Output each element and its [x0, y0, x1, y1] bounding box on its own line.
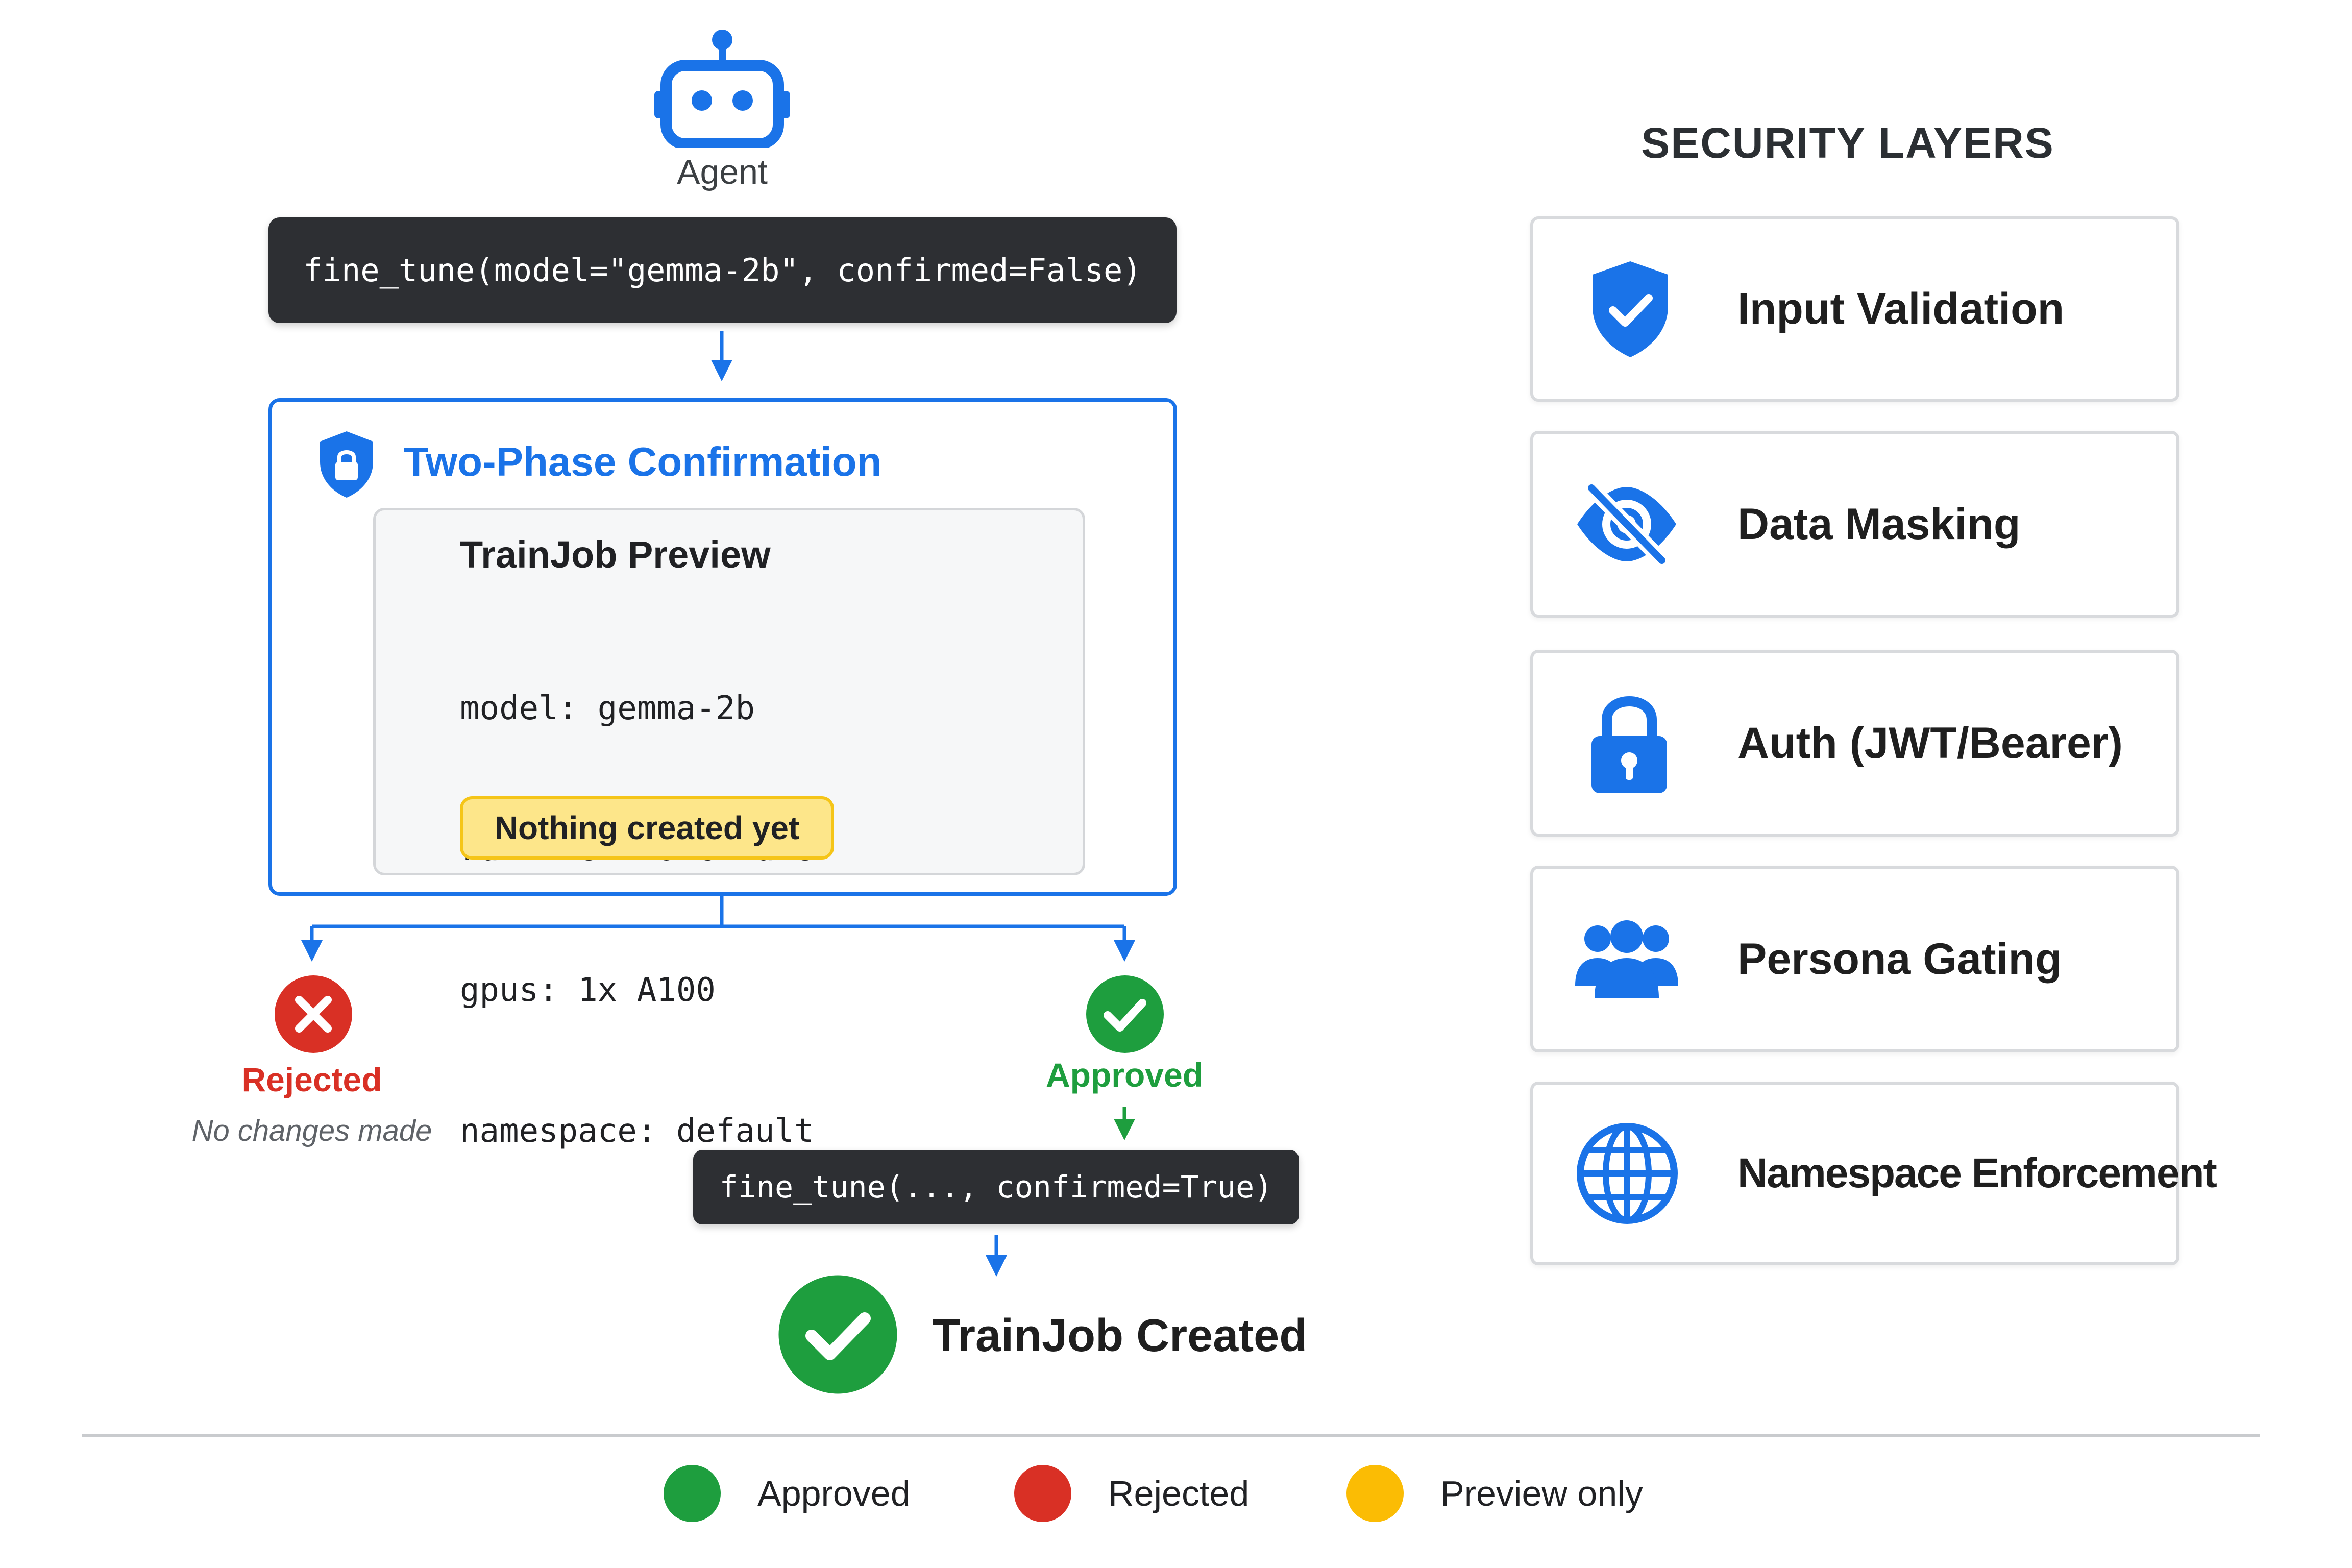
rejected-label: Rejected — [241, 1061, 382, 1098]
nothing-created-badge: Nothing created yet — [460, 796, 834, 860]
trainjob-created-label: TrainJob Created — [932, 1310, 1308, 1361]
eye-slash-icon — [1577, 481, 1676, 568]
security-layer-label: Persona Gating — [1737, 934, 2062, 984]
initial-call-code: fine_tune(model="gemma-2b", confirmed=Fa… — [268, 217, 1177, 323]
preview-title: TrainJob Preview — [460, 533, 771, 576]
security-layer-persona-gating: Persona Gating — [1530, 866, 2179, 1052]
two-phase-confirmation-box: Two-Phase Confirmation TrainJob Preview … — [268, 398, 1177, 1150]
legend-dot-approved — [664, 1465, 721, 1522]
legend-label: Approved — [757, 1474, 911, 1513]
shield-lock-icon — [320, 431, 373, 498]
security-layer-namespace-enforcement: Namespace Enforcement — [1530, 1082, 2217, 1265]
preview-line-namespace: namespace: default — [460, 1112, 814, 1150]
security-layer-auth: Auth (JWT/Bearer) — [1530, 650, 2179, 837]
approved-label: Approved — [1045, 1056, 1204, 1094]
security-layer-input-validation: Input Validation — [1530, 216, 2179, 402]
security-layers-title: SECURITY LAYERS — [1641, 119, 2054, 167]
globe-icon — [1577, 1123, 1678, 1224]
trainjob-preview-card: TrainJob Preview model: gemma-2b runtime… — [373, 508, 1085, 1150]
legend-item-rejected: Rejected — [1014, 1465, 1249, 1522]
rejected-note: No changes made — [191, 1114, 432, 1147]
legend-item-approved: Approved — [664, 1465, 911, 1522]
confirmation-title: Two-Phase Confirmation — [404, 439, 882, 484]
security-layer-label: Data Masking — [1737, 499, 2021, 549]
shield-check-icon — [1592, 261, 1668, 357]
confirmed-call-code: fine_tune(..., confirmed=True) — [693, 1150, 1299, 1224]
legend-item-preview-only: Preview only — [1346, 1465, 1643, 1522]
security-layer-data-masking: Data Masking — [1530, 431, 2179, 618]
security-layer-label: Namespace Enforcement — [1737, 1150, 2217, 1196]
agent-node: Agent — [638, 26, 806, 194]
legend-label: Rejected — [1108, 1474, 1250, 1513]
security-layer-label: Input Validation — [1737, 284, 2065, 333]
preview-line-model: model: gemma-2b — [460, 690, 755, 727]
legend-dot-preview-only — [1346, 1465, 1404, 1522]
preview-line-gpus: gpus: 1x A100 — [460, 971, 716, 1009]
legend-label: Preview only — [1440, 1474, 1643, 1513]
trainjob-created-check-icon — [778, 1275, 897, 1394]
robot-icon — [654, 30, 790, 148]
approved-check-circle-icon — [1086, 975, 1164, 1053]
agent-label: Agent — [677, 153, 768, 191]
legend-dot-rejected — [1014, 1465, 1071, 1522]
lock-icon — [1591, 696, 1667, 793]
security-layer-label: Auth (JWT/Bearer) — [1737, 718, 2123, 768]
rejected-x-circle-icon — [275, 975, 352, 1053]
users-icon — [1575, 920, 1678, 998]
